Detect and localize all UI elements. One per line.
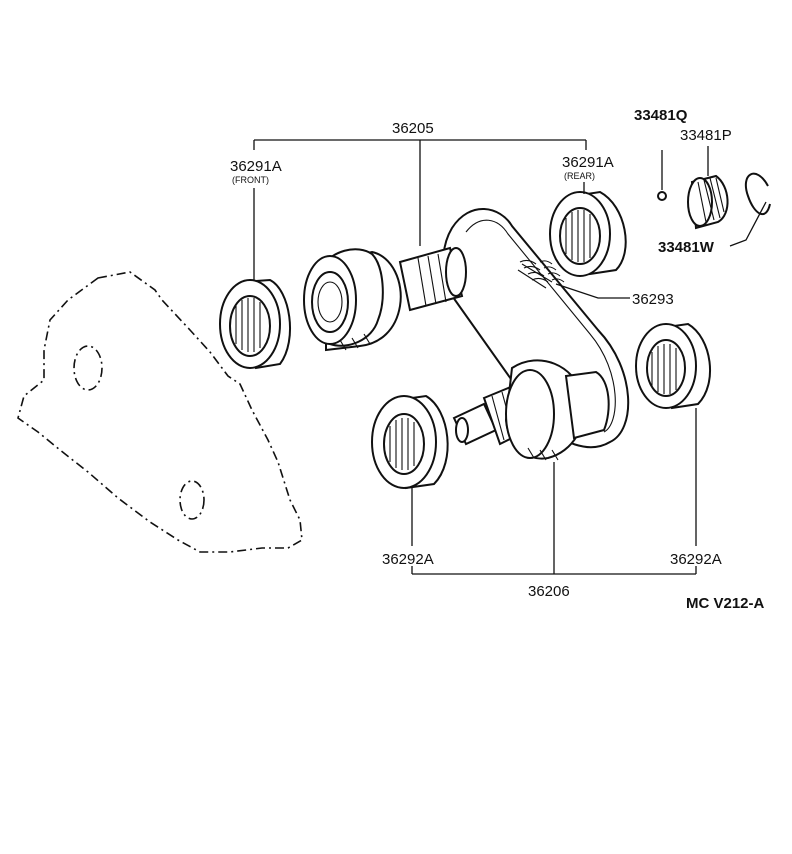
label-36293: 36293 <box>632 291 674 308</box>
bearing-lower-right-36292a <box>635 322 711 410</box>
drive-sprocket-36205 <box>303 246 467 352</box>
diagram-code: MC V212-A <box>686 595 765 612</box>
bearing-front-36291a <box>219 278 291 370</box>
bearing-lower-left-36292a <box>371 394 449 490</box>
driven-sprocket-36206 <box>452 359 610 461</box>
chain-links <box>517 259 565 289</box>
label-36205: 36205 <box>392 120 434 137</box>
label-36292a-right: 36292A <box>670 551 722 568</box>
transfer-case-housing-outline <box>17 271 303 553</box>
label-33481w: 33481W <box>658 239 715 256</box>
label-36292a-left: 36292A <box>382 551 434 568</box>
label-rear-note: (REAR) <box>564 171 595 181</box>
snap-ring-33481w <box>744 172 771 216</box>
housing-bore-lower <box>179 480 205 520</box>
leader-lines <box>253 139 767 575</box>
label-33481q: 33481Q <box>634 107 688 124</box>
label-36291a-front: 36291A <box>230 158 282 175</box>
ball-33481q <box>657 191 667 201</box>
label-front-note: (FRONT) <box>232 175 269 185</box>
label-33481p: 33481P <box>680 127 732 144</box>
housing-bore-upper <box>73 345 103 391</box>
part-labels: 36205 36291A (FRONT) 36291A (REAR) 36293… <box>230 107 765 612</box>
label-36206: 36206 <box>528 583 570 600</box>
label-36291a-rear: 36291A <box>562 154 614 171</box>
bearing-rear-36291a <box>549 190 627 277</box>
speedometer-drive-gear-33481p <box>687 174 729 230</box>
